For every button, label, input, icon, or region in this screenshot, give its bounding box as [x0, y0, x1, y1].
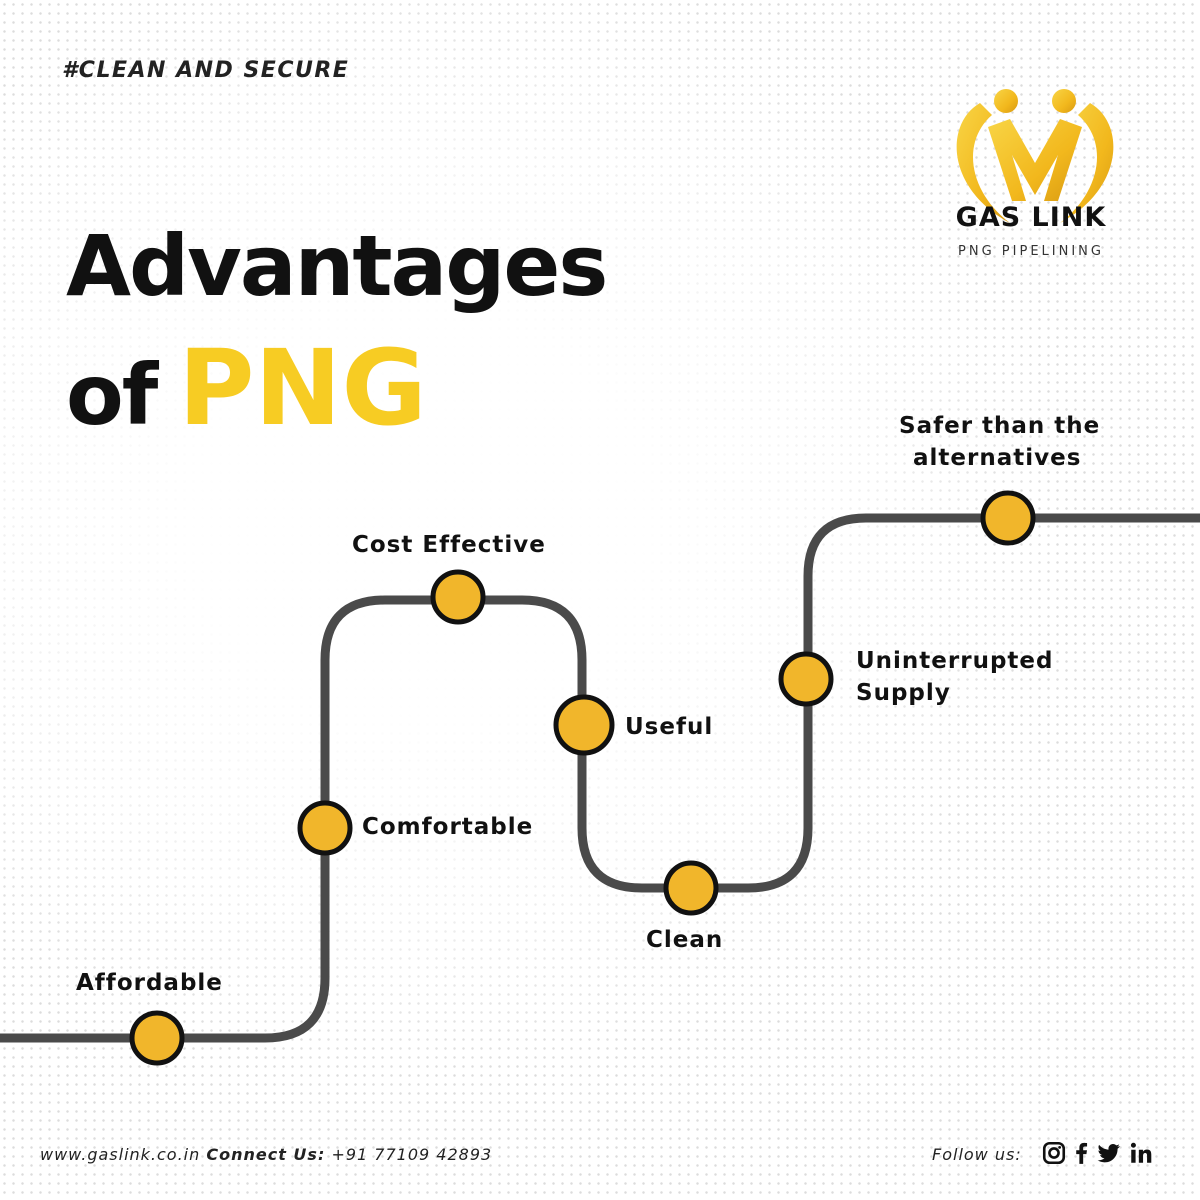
- label-supply: Supply: [856, 680, 951, 706]
- logo-head-right-icon: [1052, 89, 1076, 113]
- node-affordable: [129, 1010, 185, 1066]
- website-link[interactable]: www.gaslink.co.in: [40, 1145, 201, 1164]
- logo-head-left-icon: [994, 89, 1018, 113]
- logo-arc-right-icon: [1060, 103, 1114, 223]
- label-clean: Clean: [646, 927, 724, 953]
- instagram-icon[interactable]: [1041, 1140, 1067, 1166]
- headline-prefix: of: [66, 346, 158, 444]
- footer-contact: www.gaslink.co.in Connect Us: +91 77109 …: [40, 1145, 492, 1164]
- headline-line-1: Advantages: [66, 217, 608, 315]
- brand-name: GAS LINK: [955, 202, 1107, 233]
- pipeline-path: [0, 513, 1200, 1043]
- label-cost-effective: Cost Effective: [352, 532, 546, 558]
- label-safer: Safer than the: [899, 413, 1101, 439]
- node-useful: [553, 694, 615, 756]
- label-comfortable: Comfortable: [362, 814, 534, 840]
- follow-label: Follow us:: [932, 1145, 1022, 1164]
- node-cost-effective: [430, 569, 486, 625]
- gas-link-logo: [956, 89, 1114, 223]
- label-uninterrupted: Uninterrupted: [856, 648, 1054, 674]
- node-safer: [980, 490, 1036, 546]
- facebook-icon[interactable]: [1068, 1140, 1094, 1166]
- label-alternatives: alternatives: [913, 445, 1082, 471]
- linkedin-icon[interactable]: [1128, 1140, 1154, 1166]
- node-uninterrupted-supply: [778, 651, 834, 707]
- tagline: #CLEAN AND SECURE: [62, 58, 350, 83]
- brand-subtitle: PNG PIPELINING: [958, 244, 1104, 259]
- logo-m-icon: [988, 119, 1082, 201]
- logo-arc-left-icon: [956, 103, 1010, 223]
- phone-number[interactable]: +91 77109 42893: [331, 1145, 493, 1164]
- twitter-icon[interactable]: [1096, 1140, 1122, 1166]
- node-comfortable: [297, 800, 353, 856]
- node-clean: [663, 860, 719, 916]
- label-useful: Useful: [625, 714, 714, 740]
- connect-label: Connect Us:: [206, 1145, 326, 1164]
- label-affordable: Affordable: [76, 970, 223, 996]
- headline-highlight: PNG: [178, 327, 427, 449]
